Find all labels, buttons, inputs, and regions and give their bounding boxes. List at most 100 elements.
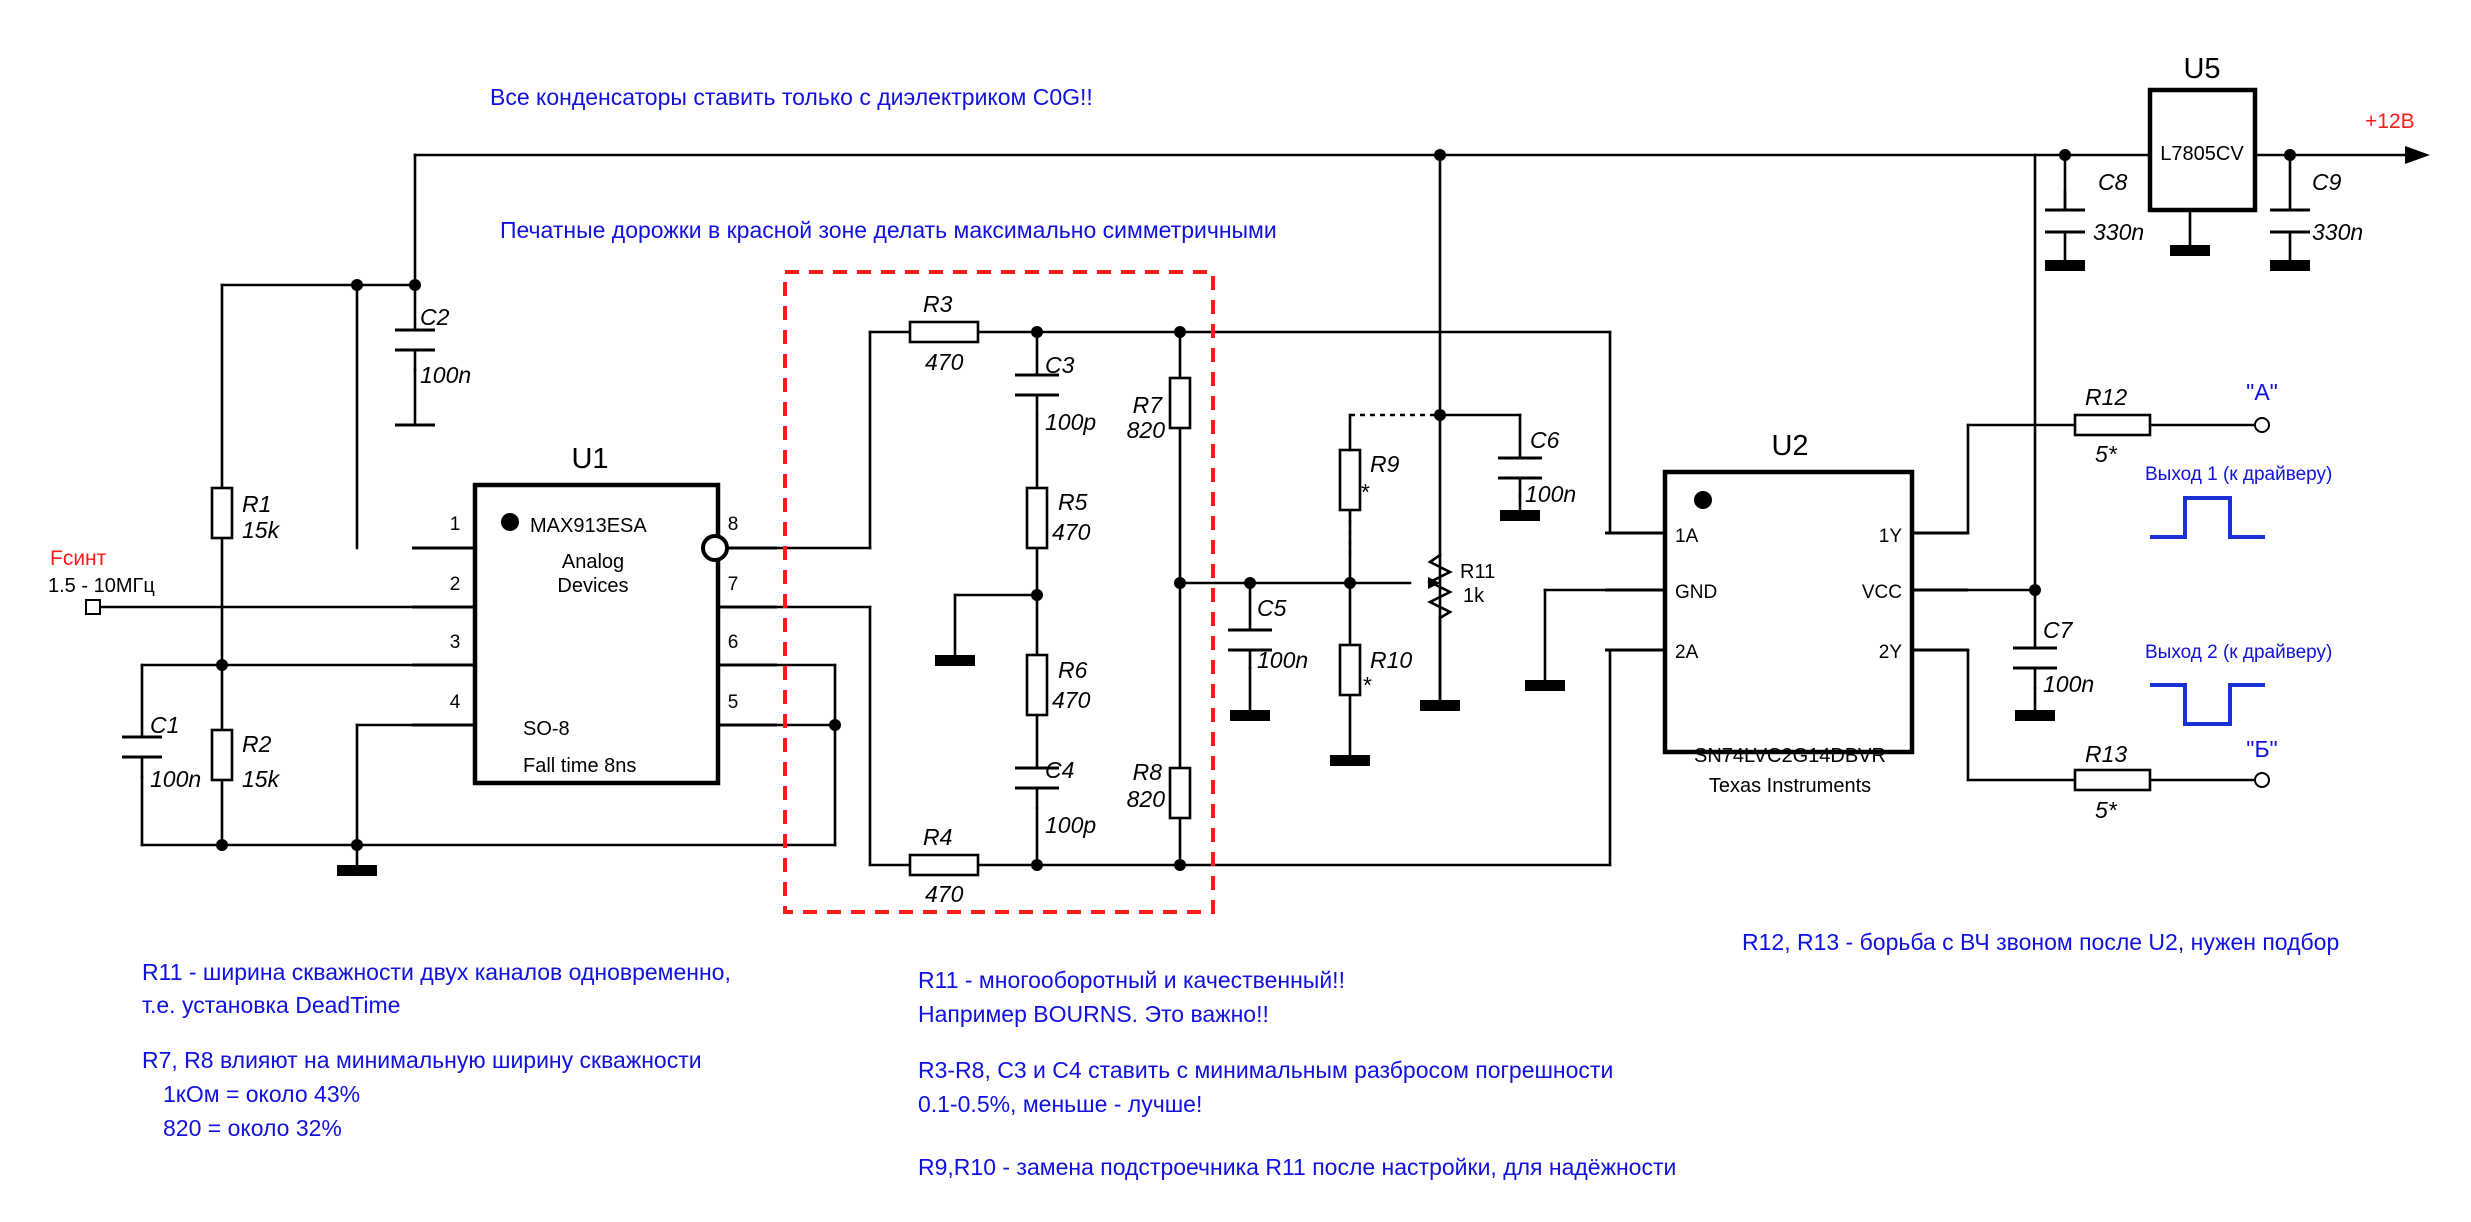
c9: C9 330n	[2270, 169, 2363, 271]
u2-pin-vcc: VCC	[1862, 582, 1902, 603]
input-terminal: Fсинт 1.5 - 10МГц	[48, 547, 155, 615]
r5-ref: R5	[1058, 489, 1088, 515]
r6: R6 470	[1025, 653, 1091, 717]
power-label: +12В	[2365, 110, 2415, 133]
r2-ref: R2	[242, 731, 272, 757]
u1-pin-4: 4	[450, 692, 461, 713]
c3-value: 100p	[1045, 409, 1096, 435]
wires	[96, 153, 2407, 867]
c8-value: 330n	[2093, 219, 2144, 245]
u5-ref: U5	[2183, 53, 2220, 85]
u1-comparator: U1 MAX913ESA Analog Devices SO-8 Fall ti…	[412, 443, 777, 786]
c2: C2 100n	[395, 304, 471, 427]
symmetric-zone	[783, 270, 1215, 914]
r7: R7 820	[1127, 376, 1192, 443]
c5: C5 100n	[1228, 595, 1308, 721]
r11-ref: R11	[1460, 561, 1495, 583]
r1: R1 15k	[210, 486, 281, 543]
output-b-name: "Б"	[2246, 736, 2277, 762]
c9-ref: C9	[2312, 169, 2342, 195]
c8: C8 330n	[2045, 169, 2144, 271]
note-r11-quality-1: R11 - многооборотный и качественный!!	[918, 967, 1345, 993]
c1: C1 100n	[122, 712, 201, 792]
r3-value: 470	[925, 349, 964, 375]
u2-pin-1a: 1A	[1675, 526, 1699, 547]
u1-maker-2: Devices	[557, 575, 628, 597]
r5: R5 470	[1025, 486, 1091, 550]
note-r11-quality-2: Например BOURNS. Это важно!!	[918, 1001, 1269, 1027]
mid-ground	[935, 655, 975, 666]
r5-value: 470	[1052, 519, 1091, 545]
c7-ref: C7	[2043, 617, 2074, 643]
u1-fall-time: Fall time 8ns	[523, 755, 636, 777]
r4: R4 470	[908, 824, 980, 907]
input-name: Fсинт	[50, 547, 107, 570]
c3: C3 100p	[1015, 352, 1096, 435]
r8-ref: R8	[1133, 759, 1163, 785]
u2-maker: Texas Instruments	[1709, 775, 1871, 797]
r10-ref: R10	[1370, 647, 1412, 673]
r6-value: 470	[1052, 687, 1091, 713]
pulse-negative-icon	[2150, 683, 2265, 726]
c3-ref: C3	[1045, 352, 1075, 378]
note-traces: Печатные дорожки в красной зоне делать м…	[500, 217, 1277, 243]
r8: R8 820	[1127, 759, 1192, 820]
c1-ref: C1	[150, 712, 179, 738]
input-range: 1.5 - 10МГц	[48, 575, 155, 597]
r12: R12 5*	[2073, 384, 2152, 467]
r13-ref: R13	[2085, 741, 2127, 767]
output-a-desc: Выход 1 (к драйверу)	[2145, 464, 2332, 485]
u1-pin-5: 5	[728, 692, 739, 713]
r11-value: 1k	[1463, 585, 1485, 607]
output-b-terminal	[2254, 772, 2270, 788]
r10: R10 *	[1330, 643, 1412, 766]
r1-value: 15k	[242, 517, 281, 543]
c5-value: 100n	[1257, 647, 1308, 673]
c7-value: 100n	[2043, 671, 2094, 697]
r2: R2 15k	[210, 728, 281, 792]
r6-ref: R6	[1058, 657, 1088, 683]
u5-part: L7805CV	[2160, 143, 2244, 165]
r7-value: 820	[1127, 417, 1166, 443]
r13: R13 5*	[2073, 741, 2152, 823]
u1-pin-1: 1	[450, 514, 461, 535]
c4-value: 100p	[1045, 812, 1096, 838]
r4-ref: R4	[923, 824, 952, 850]
u1-pin-6: 6	[728, 632, 739, 653]
c8-ref: C8	[2098, 169, 2128, 195]
pulse-positive-icon	[2150, 496, 2265, 539]
u1-pin-8: 8	[728, 514, 739, 535]
c6-ref: C6	[1530, 427, 1560, 453]
u2-pin-gnd: GND	[1675, 582, 1717, 603]
u2-inverter: U2 1A GND 2A 1Y VCC 2Y SN74LVC2G14DBVR T…	[1605, 430, 1968, 797]
r7-ref: R7	[1133, 392, 1164, 418]
r8-value: 820	[1127, 786, 1166, 812]
note-tolerance-1: R3-R8, C3 и C4 ставить с минимальным раз…	[918, 1057, 1613, 1083]
r2-value: 15k	[242, 766, 281, 792]
u2-pin-2a: 2A	[1675, 642, 1699, 663]
note-r7r8-3: 820 = около 32%	[163, 1115, 342, 1141]
u1-maker-1: Analog	[562, 551, 624, 573]
c1-value: 100n	[150, 766, 201, 792]
u1-ground	[337, 865, 377, 876]
output-a-terminal	[2254, 417, 2270, 433]
r9-ref: R9	[1370, 451, 1400, 477]
u2-pin-1y: 1Y	[1879, 526, 1903, 547]
r10-value: *	[1362, 672, 1372, 698]
u1-pin-3: 3	[450, 632, 461, 653]
note-r7r8-2: 1кОм = около 43%	[163, 1081, 360, 1107]
c6-value: 100n	[1525, 481, 1576, 507]
c9-value: 330n	[2312, 219, 2363, 245]
r12-ref: R12	[2085, 384, 2127, 410]
u2-ref: U2	[1771, 430, 1808, 462]
u1-pin-2: 2	[450, 574, 461, 595]
c2-value: 100n	[420, 362, 471, 388]
u1-part: MAX913ESA	[530, 515, 647, 537]
r4-value: 470	[925, 881, 964, 907]
u5-regulator: L7805CV U5	[2147, 53, 2258, 256]
r1-ref: R1	[242, 491, 271, 517]
output-a-name: "А"	[2246, 379, 2278, 405]
junctions	[216, 149, 2296, 871]
c2-ref: C2	[420, 304, 450, 330]
